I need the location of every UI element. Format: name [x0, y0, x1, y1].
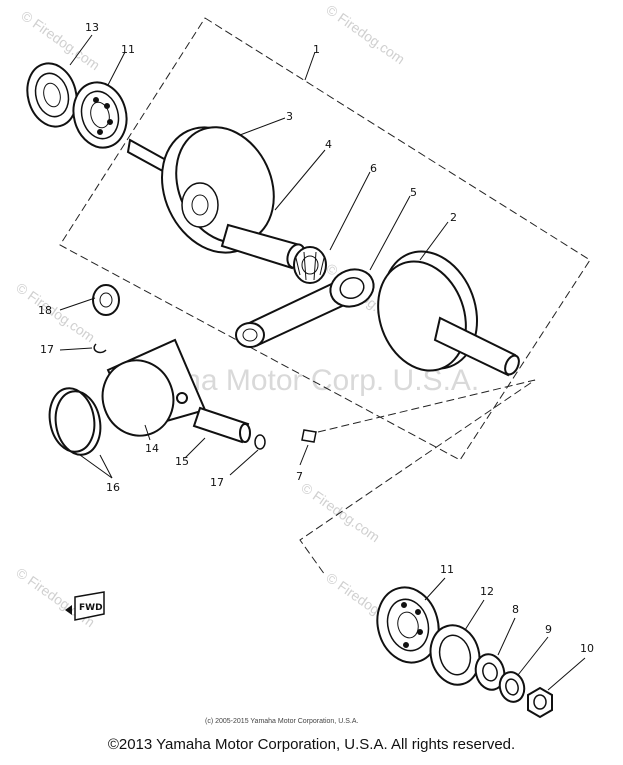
- callout-17-upper: 17: [40, 343, 54, 356]
- fwd-marker: FWD: [65, 591, 105, 621]
- oil-seal-12: [429, 624, 481, 686]
- callout-7: 7: [296, 470, 303, 483]
- oil-seal-13: [26, 62, 78, 128]
- callout-5: 5: [410, 186, 417, 199]
- callout-9: 9: [545, 623, 552, 636]
- piston-pin-15: [192, 406, 251, 444]
- callouts: 13 11 1 3 4 6 5 2 18 17 14 15 17 7 16 11…: [38, 21, 594, 655]
- watermark-top-right: © Firedog.com: [323, 1, 408, 67]
- callout-4: 4: [325, 138, 332, 151]
- crank-half-2: [377, 250, 520, 377]
- fwd-label: FWD: [79, 603, 103, 613]
- callout-18: 18: [38, 304, 52, 317]
- callout-16: 16: [106, 481, 120, 494]
- small-copyright: (c) 2005-2015 Yamaha Motor Corporation, …: [205, 718, 358, 725]
- leader-lines: [59, 34, 586, 691]
- footer-copyright: ©2013 Yamaha Motor Corporation, U.S.A. A…: [107, 736, 516, 753]
- callout-1: 1: [313, 43, 320, 56]
- bearing-11-upper: [72, 81, 128, 149]
- callout-10: 10: [580, 642, 594, 655]
- callout-2: 2: [450, 211, 457, 224]
- watermark-top-left: © Firedog.com: [18, 7, 103, 73]
- nut-10: [527, 686, 553, 719]
- callout-13: 13: [85, 21, 99, 34]
- callout-11-upper: 11: [121, 43, 135, 56]
- lock-washer-9: [498, 671, 526, 703]
- callout-11-lower: 11: [440, 563, 454, 576]
- callout-17-lower: 17: [210, 476, 224, 489]
- needle-bearing-18: [92, 284, 120, 316]
- clip-17-lower: [254, 434, 266, 450]
- bearing-11-lower: [376, 586, 440, 664]
- piston-14: [101, 338, 207, 437]
- callout-14: 14: [145, 442, 159, 455]
- connecting-rod-5: [235, 268, 375, 348]
- callout-8: 8: [512, 603, 519, 616]
- callout-12: 12: [480, 585, 494, 598]
- key-7: [301, 429, 317, 443]
- callout-15: 15: [175, 455, 189, 468]
- callout-3: 3: [286, 110, 293, 123]
- clip-17-upper: [93, 343, 107, 354]
- piston-rings-16: [48, 387, 102, 456]
- assembly-boundary: [59, 17, 591, 461]
- washer-8: [474, 653, 506, 691]
- needle-bearing-6: [293, 246, 327, 284]
- watermark-mid-left: © Firedog.com: [13, 279, 98, 345]
- leader-lower-group: [299, 379, 536, 576]
- callout-6: 6: [370, 162, 377, 175]
